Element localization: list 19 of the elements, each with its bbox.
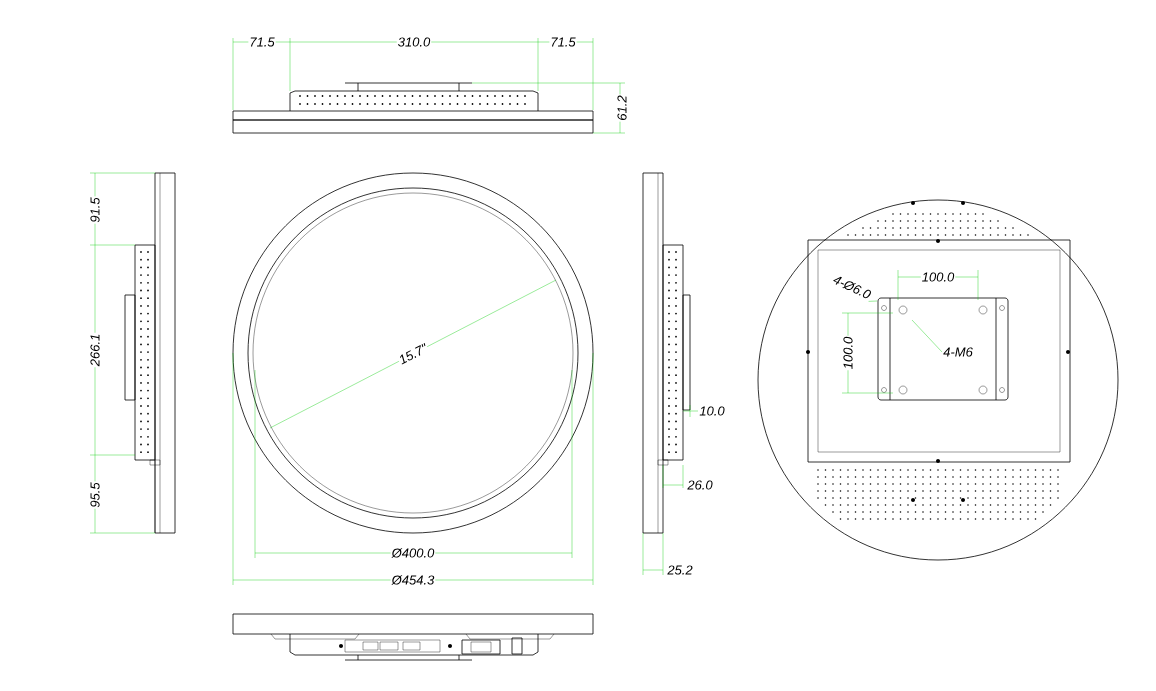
dimension-label: 61.2 <box>616 94 628 122</box>
dimension-label: 95.5 <box>89 481 101 509</box>
dimension-label: Ø454.3 <box>390 574 436 586</box>
dimension-label: 10.0 <box>698 405 726 417</box>
dimension-label: 91.5 <box>89 196 101 224</box>
dimension-label: 71.5 <box>549 36 577 48</box>
dimension-label: 266.1 <box>89 332 101 368</box>
dimension-label: 15.7" <box>396 341 430 367</box>
dimension-label: 100.0 <box>842 335 854 371</box>
leader-line <box>868 300 878 302</box>
dimension-label: 71.5 <box>248 36 276 48</box>
dimension-label: 26.0 <box>686 479 714 491</box>
dimension-label: 310.0 <box>396 36 432 48</box>
dimension-label: Ø400.0 <box>390 547 436 559</box>
leader-line <box>911 319 943 353</box>
callout-text: 4-M6 <box>943 347 973 357</box>
dimension-label: 100.0 <box>920 271 956 283</box>
callout-text: 4-Ø6.0 <box>833 276 871 299</box>
dimension-label: 25.2 <box>666 564 694 576</box>
